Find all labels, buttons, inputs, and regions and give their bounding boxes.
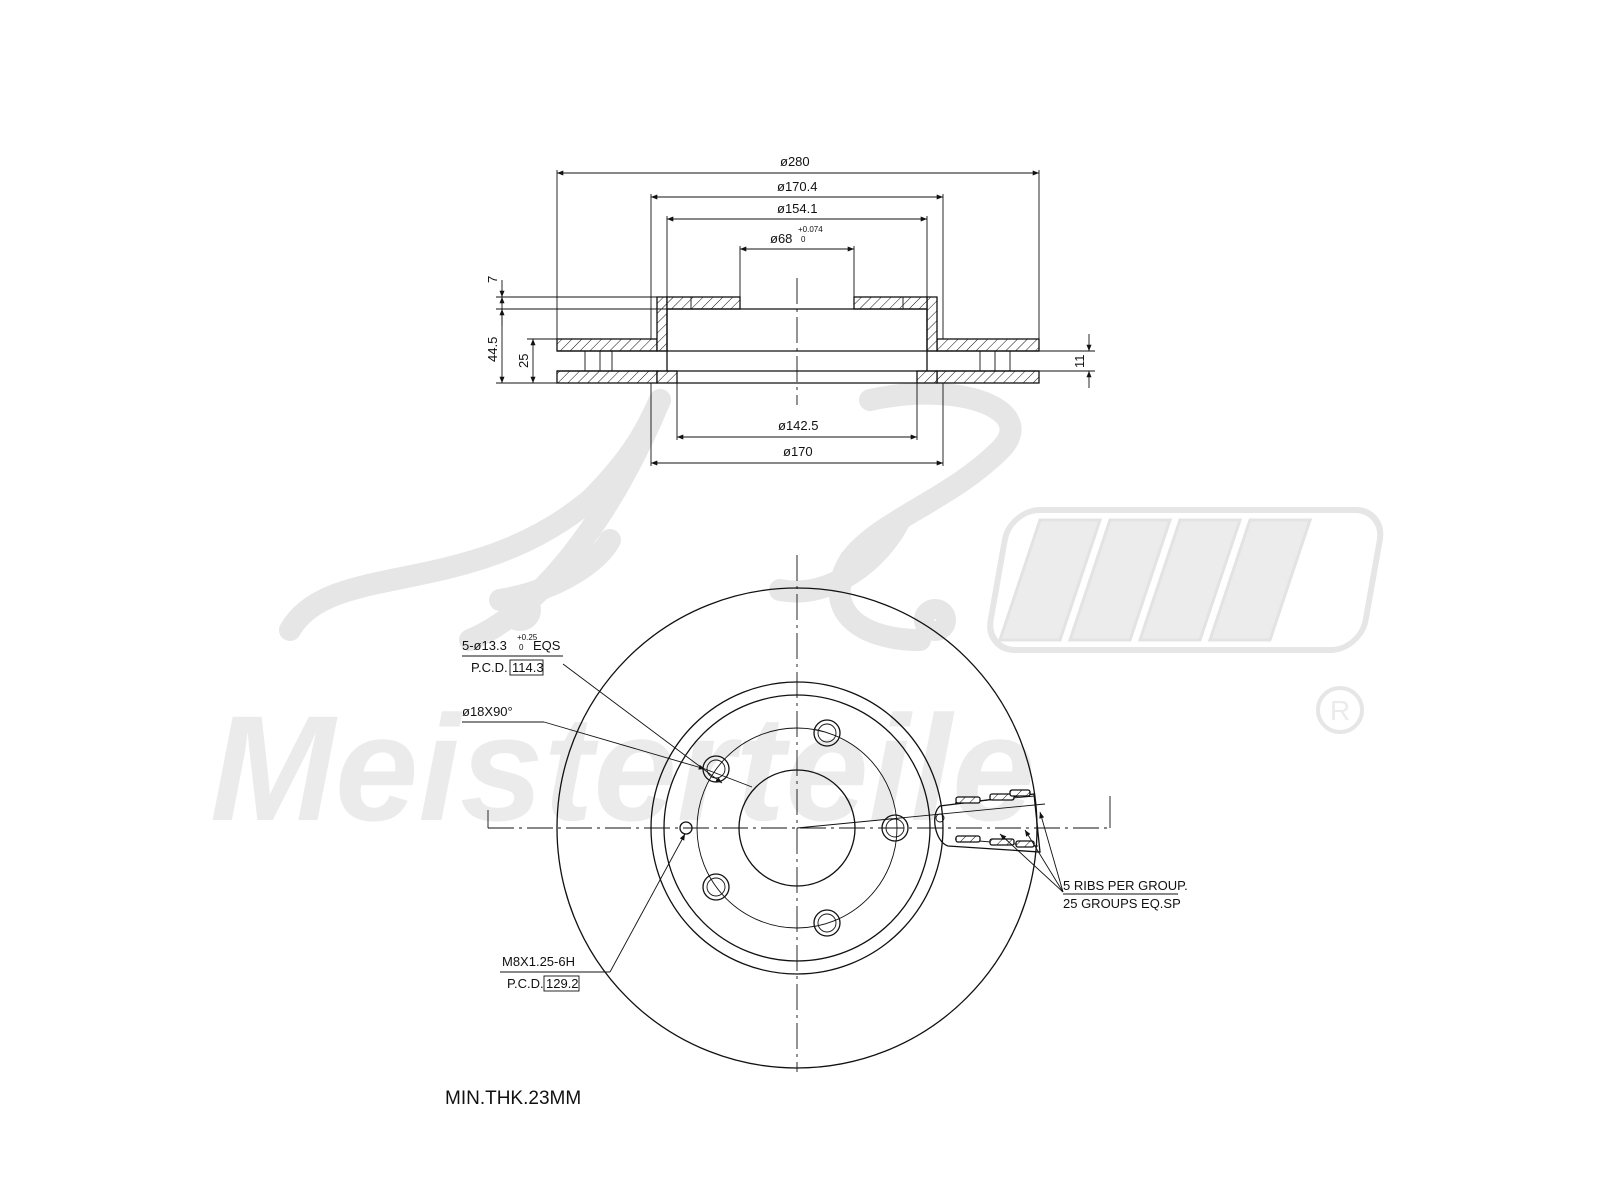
dim-inner-ring: ø142.5 (778, 418, 818, 433)
dim-center-bore-tol-upper: +0.074 (798, 225, 823, 234)
chamfer-note: ø18X90° (462, 704, 544, 723)
dim-hat-base: ø170 (783, 444, 813, 459)
leader-bolt-holes (562, 663, 723, 784)
hat-outer-circle (650, 681, 944, 975)
ribs-line-2: 25 GROUPS EQ.SP (1063, 896, 1181, 911)
threaded-hole (679, 821, 693, 835)
bolt-hole-tol-lower: 0 (519, 643, 524, 652)
dim-hat-inner: ø154.1 (777, 201, 817, 216)
ribs-line-1: 5 RIBS PER GROUP. (1063, 878, 1188, 893)
registered-mark-icon (1316, 686, 1364, 734)
dim-hat-outer: ø170.4 (777, 179, 817, 194)
min-thickness-note: MIN.THK.23MM (445, 1088, 581, 1109)
bolt-hole (813, 909, 841, 937)
leader-chamfer (543, 721, 706, 770)
leader-ribs-1 (999, 833, 1064, 893)
dim-center-bore: ø68 (770, 231, 792, 246)
watermark-registered: R (1330, 695, 1350, 726)
leader-ribs-2 (1024, 829, 1064, 893)
thread-spec: M8X1.25-6H (502, 954, 575, 969)
bolt-hole (881, 814, 909, 842)
bolt-hole-count-diameter: 5-ø13.3 (462, 638, 507, 653)
leader-ribs-3 (1039, 811, 1064, 893)
chamfer-spec: ø18X90° (462, 704, 513, 719)
section-view: ø280 ø170.4 ø154.1 ø68 +0.074 0 ø142.5 ø… (485, 154, 1095, 466)
thread-note: M8X1.25-6H P.C.D. 129.2 (500, 954, 610, 992)
watermark: Meisterteile R (210, 382, 1384, 852)
center-bore-circle (738, 769, 856, 887)
thread-pcd-value: 129.2 (546, 976, 579, 991)
dim-center-bore-tol-lower: 0 (801, 235, 806, 244)
leader-thread (609, 833, 686, 973)
bolt-pcd-label: P.C.D. (471, 660, 508, 675)
section-profile (556, 296, 1040, 384)
hat-inner-circle (663, 694, 931, 962)
watermark-brand: Meisterteile (210, 684, 1035, 852)
dim-outer-diameter: ø280 (780, 154, 810, 169)
bolt-hole-suffix: EQS (533, 638, 561, 653)
bolt-hole-tol-upper: +0.25 (517, 633, 538, 642)
bolt-pcd-value: 114.3 (512, 660, 544, 675)
bolt-hole (813, 719, 841, 747)
thread-pcd-label: P.C.D. (507, 976, 544, 991)
ribs-note: 5 RIBS PER GROUP. 25 GROUPS EQ.SP (1063, 878, 1188, 911)
dim-hat-thickness: 7 (485, 276, 500, 283)
bolt-pcd-circle (696, 727, 898, 929)
dim-total-height: 44.5 (485, 337, 500, 362)
bolt-holes (702, 719, 909, 937)
watermark-stripes-logo (987, 507, 1384, 653)
watermark-script-logo (279, 382, 1022, 651)
bolt-hole (702, 873, 730, 901)
bolt-hole-note: 5-ø13.3 +0.25 0 EQS P.C.D. 114.3 (462, 633, 563, 676)
front-view (487, 555, 1111, 1072)
dim-vent-gap: 11 (1072, 355, 1087, 369)
section-dimensions: ø280 ø170.4 ø154.1 ø68 +0.074 0 ø142.5 ø… (485, 154, 1095, 466)
dim-disc-thickness: 25 (516, 354, 531, 368)
